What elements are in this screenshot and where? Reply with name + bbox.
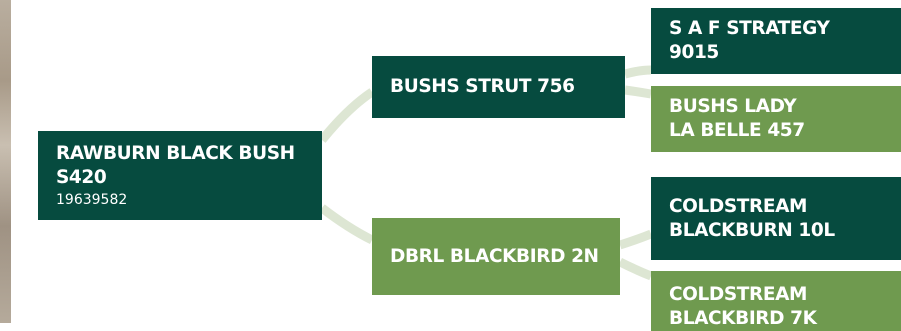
connector-animal-dam	[319, 204, 375, 245]
dam-sire-name: COLDSTREAM BLACKBURN 10L	[669, 195, 835, 241]
animal-registration: 19639582	[56, 192, 128, 208]
sire-sire-card[interactable]: S A F STRATEGY 9015	[651, 8, 901, 74]
animal-name: RAWBURN BLACK BUSH S420	[56, 143, 295, 188]
connector-dam-dd	[617, 257, 653, 281]
sire-dam-name: BUSHS LADY LA BELLE 457	[669, 96, 805, 141]
dam-card[interactable]: DBRL BLACKBIRD 2N	[372, 218, 620, 295]
animal-card[interactable]: RAWBURN BLACK BUSH S420 19639582	[38, 131, 322, 220]
pedigree-connectors	[318, 65, 653, 281]
sire-sire-name: S A F STRATEGY 9015	[669, 18, 830, 63]
dam-dam-card[interactable]: COLDSTREAM BLACKBIRD 7K	[651, 271, 901, 331]
dam-sire-card[interactable]: COLDSTREAM BLACKBURN 10L	[651, 177, 901, 260]
connector-dam-ds	[618, 229, 653, 250]
background-photo-edge	[0, 0, 11, 323]
dam-name: DBRL BLACKBIRD 2N	[390, 245, 599, 267]
connector-sire-sd	[624, 85, 652, 99]
sire-card[interactable]: BUSHS STRUT 756	[372, 56, 625, 118]
sire-dam-card[interactable]: BUSHS LADY LA BELLE 457	[651, 86, 901, 152]
sire-name: BUSHS STRUT 756	[390, 76, 575, 97]
dam-dam-name: COLDSTREAM BLACKBIRD 7K	[669, 284, 817, 329]
connector-animal-sire	[318, 88, 375, 143]
connector-sire-ss	[623, 65, 652, 79]
